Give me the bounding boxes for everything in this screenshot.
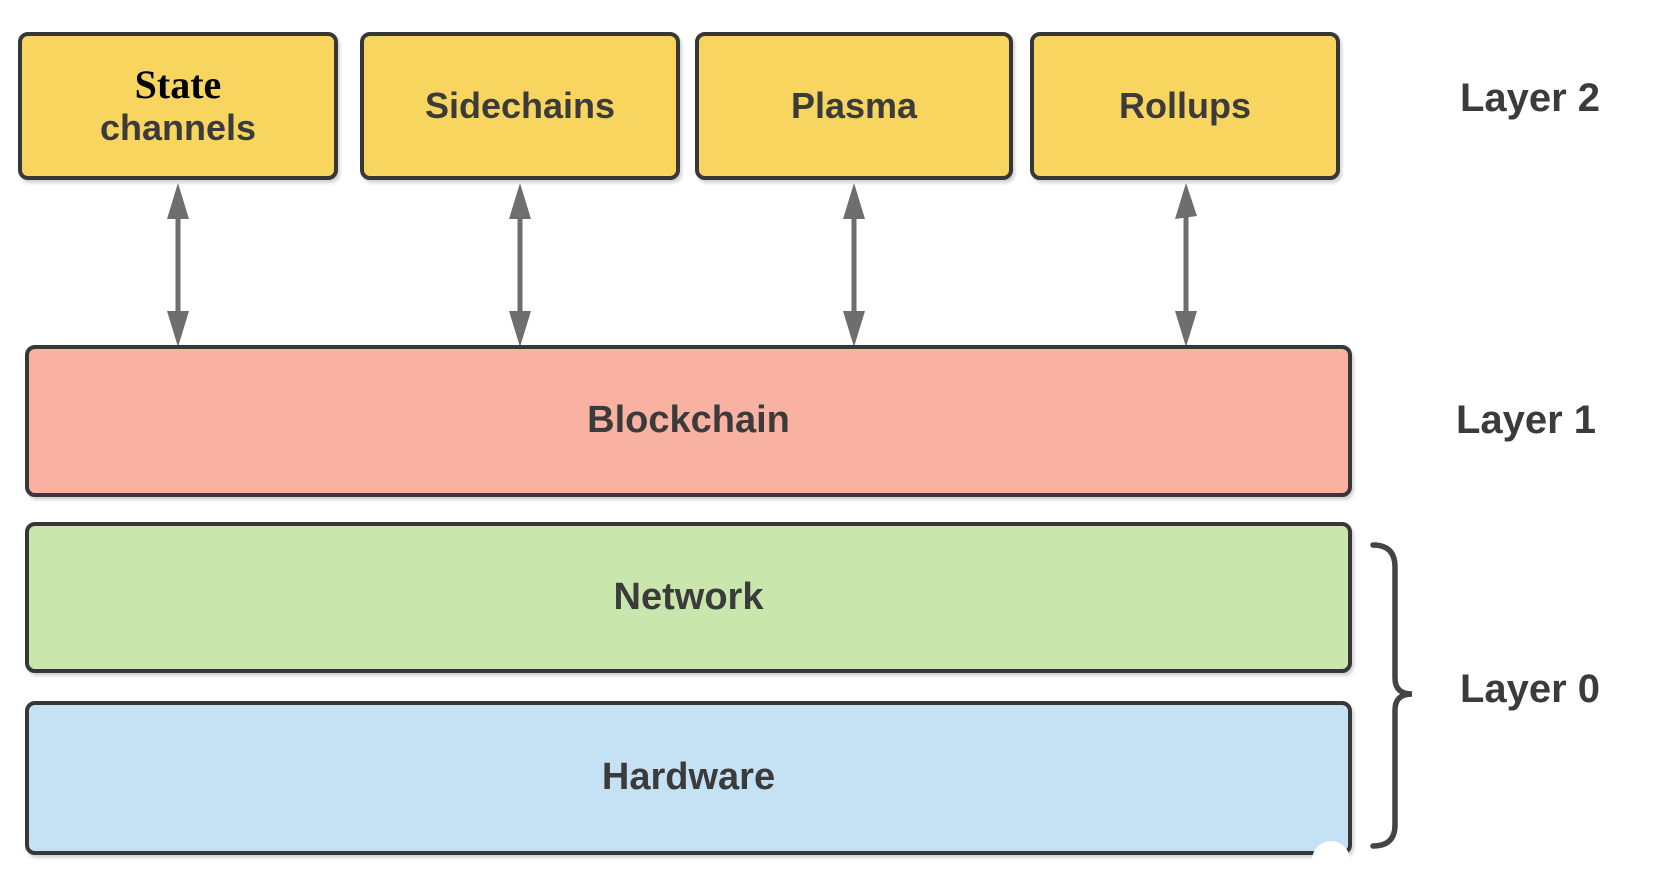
double-arrow-icon <box>509 183 531 347</box>
layer-0-label: Layer 0 <box>1459 667 1601 711</box>
double-arrow-icon <box>843 183 865 347</box>
blockchain-label: Blockchain <box>587 399 790 442</box>
state-channels-label-line2: channels <box>99 107 257 149</box>
double-arrow-icon <box>1175 183 1197 347</box>
plasma-box: Plasma <box>695 32 1013 180</box>
layer-2-label: Layer 2 <box>1459 76 1601 120</box>
rollups-box: Rollups <box>1030 32 1340 180</box>
layer-1-label: Layer 1 <box>1455 398 1597 442</box>
plasma-label: Plasma <box>790 85 918 127</box>
sidechains-label: Sidechains <box>424 85 616 127</box>
state-channels-label-line1: State <box>134 62 222 108</box>
white-notch-artifact <box>1312 841 1350 874</box>
network-label: Network <box>613 575 764 618</box>
blockchain-bar: Blockchain <box>25 345 1352 497</box>
curly-brace-icon <box>1370 542 1413 849</box>
rollups-label: Rollups <box>1119 85 1251 127</box>
state-channels-box: State channels <box>18 32 338 180</box>
double-arrow-icon <box>167 183 189 347</box>
hardware-label: Hardware <box>601 756 776 799</box>
sidechains-box: Sidechains <box>360 32 680 180</box>
network-bar: Network <box>25 522 1352 673</box>
hardware-bar: Hardware <box>25 701 1352 855</box>
